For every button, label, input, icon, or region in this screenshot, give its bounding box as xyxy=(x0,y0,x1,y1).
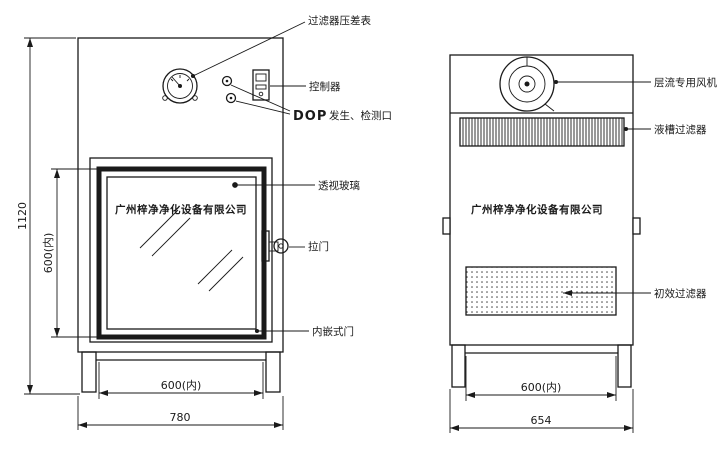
liquid-tank-filter xyxy=(459,117,625,147)
dim-side-inner-width: 600(内) xyxy=(521,380,562,394)
pressure-gauge-label: 过滤器压差表 xyxy=(308,14,371,27)
glass-label: 透视玻璃 xyxy=(318,179,360,192)
fan-label: 层流专用风机 xyxy=(654,76,717,89)
dop-label-prefix: DOP xyxy=(293,109,327,124)
primary-filter-label: 初效过滤器 xyxy=(654,287,707,300)
front-view: 广州梓净净化设备有限公司 xyxy=(16,14,392,430)
side-leader-lines xyxy=(553,79,651,296)
dim-front-total-width: 780 xyxy=(170,411,191,424)
pull-door-handle xyxy=(261,230,289,262)
embedded-door-frame xyxy=(89,157,273,343)
glass-reflection-lines xyxy=(139,209,244,292)
dim-side-total-width: 654 xyxy=(531,414,552,427)
embedded-door-label: 内嵌式门 xyxy=(312,325,354,338)
dim-front-inner-height: 600(内) xyxy=(41,233,55,274)
side-view: 广州梓净净化设备有限公司 层流专用风机 液槽过滤器 初效过滤器 xyxy=(442,54,717,433)
company-name-front: 广州梓净净化设备有限公司 xyxy=(115,203,247,216)
front-base xyxy=(81,351,281,393)
dop-label-suffix: 发生、检测口 xyxy=(329,109,392,122)
dim-front-inner-width: 600(内) xyxy=(161,378,202,392)
pull-door-label: 拉门 xyxy=(308,240,329,253)
side-clips xyxy=(442,217,641,235)
controller-unit xyxy=(252,69,270,101)
liquid-tank-filter-label: 液槽过滤器 xyxy=(654,123,707,136)
pressure-gauge xyxy=(162,68,198,104)
front-cabinet-outline xyxy=(77,37,284,353)
front-dimensions xyxy=(24,37,284,430)
front-leader-lines xyxy=(190,21,315,334)
dop-ports xyxy=(221,75,237,104)
controller-label: 控制器 xyxy=(309,80,341,93)
dim-front-total-height: 1120 xyxy=(16,202,29,230)
viewing-glass xyxy=(106,176,257,330)
side-cabinet-outline xyxy=(449,54,634,346)
primary-filter xyxy=(465,266,617,316)
laminar-fan xyxy=(499,56,555,112)
side-base xyxy=(451,344,632,388)
company-name-side: 广州梓净净化设备有限公司 xyxy=(471,203,603,216)
side-dimensions xyxy=(449,356,634,433)
